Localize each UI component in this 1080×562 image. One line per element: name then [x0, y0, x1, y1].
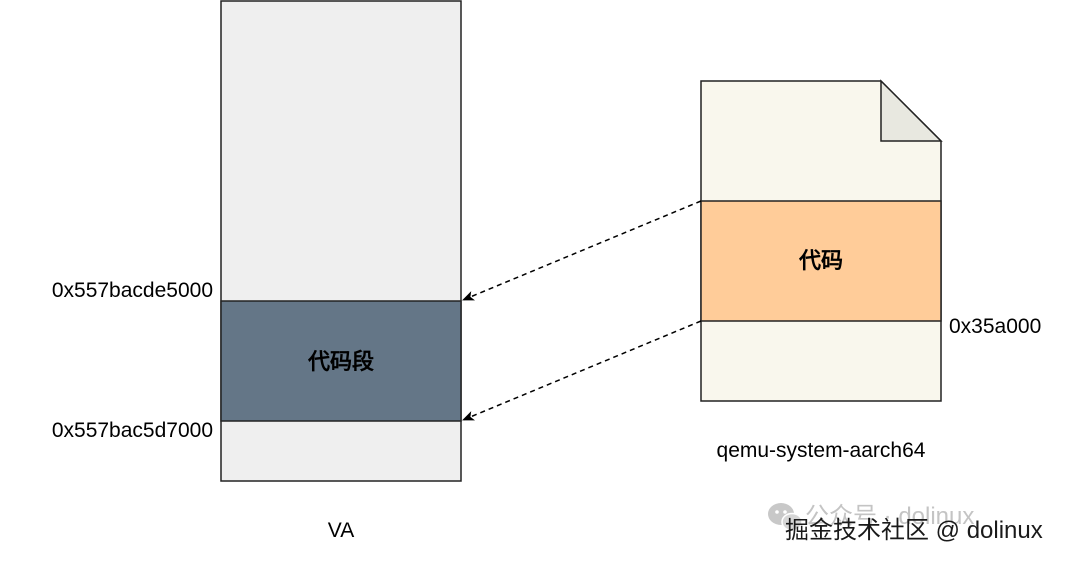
map-arrow-top [462, 200, 702, 301]
file-code-section [700, 200, 942, 322]
va-code-segment [220, 300, 462, 422]
va-label: VA [328, 519, 354, 542]
file-name: qemu-system-aarch64 [717, 439, 926, 462]
watermark: 公众号 · dolinux 掘金技术社区 @ dolinux [768, 503, 1043, 544]
va-code-segment-label: 代码段 [307, 349, 374, 374]
watermark-line1: 公众号 · dolinux [805, 503, 974, 530]
wechat-icon [768, 503, 803, 532]
file-code-label: 代码 [798, 248, 843, 273]
file-fold-corner [880, 79, 943, 142]
file-offset: 0x35a000 [949, 315, 1041, 338]
va-column: 代码段 0x557bacde5000 0x557bac5d7000 VA [52, 0, 462, 542]
va-addr-bottom: 0x557bac5d7000 [52, 419, 213, 442]
elf-file: 代码 0x35a000 qemu-system-aarch64 [700, 79, 1041, 462]
va-addr-top: 0x557bacde5000 [52, 279, 213, 302]
watermark-line2: 掘金技术社区 @ dolinux [785, 517, 1043, 544]
map-arrow-bottom [462, 320, 702, 421]
